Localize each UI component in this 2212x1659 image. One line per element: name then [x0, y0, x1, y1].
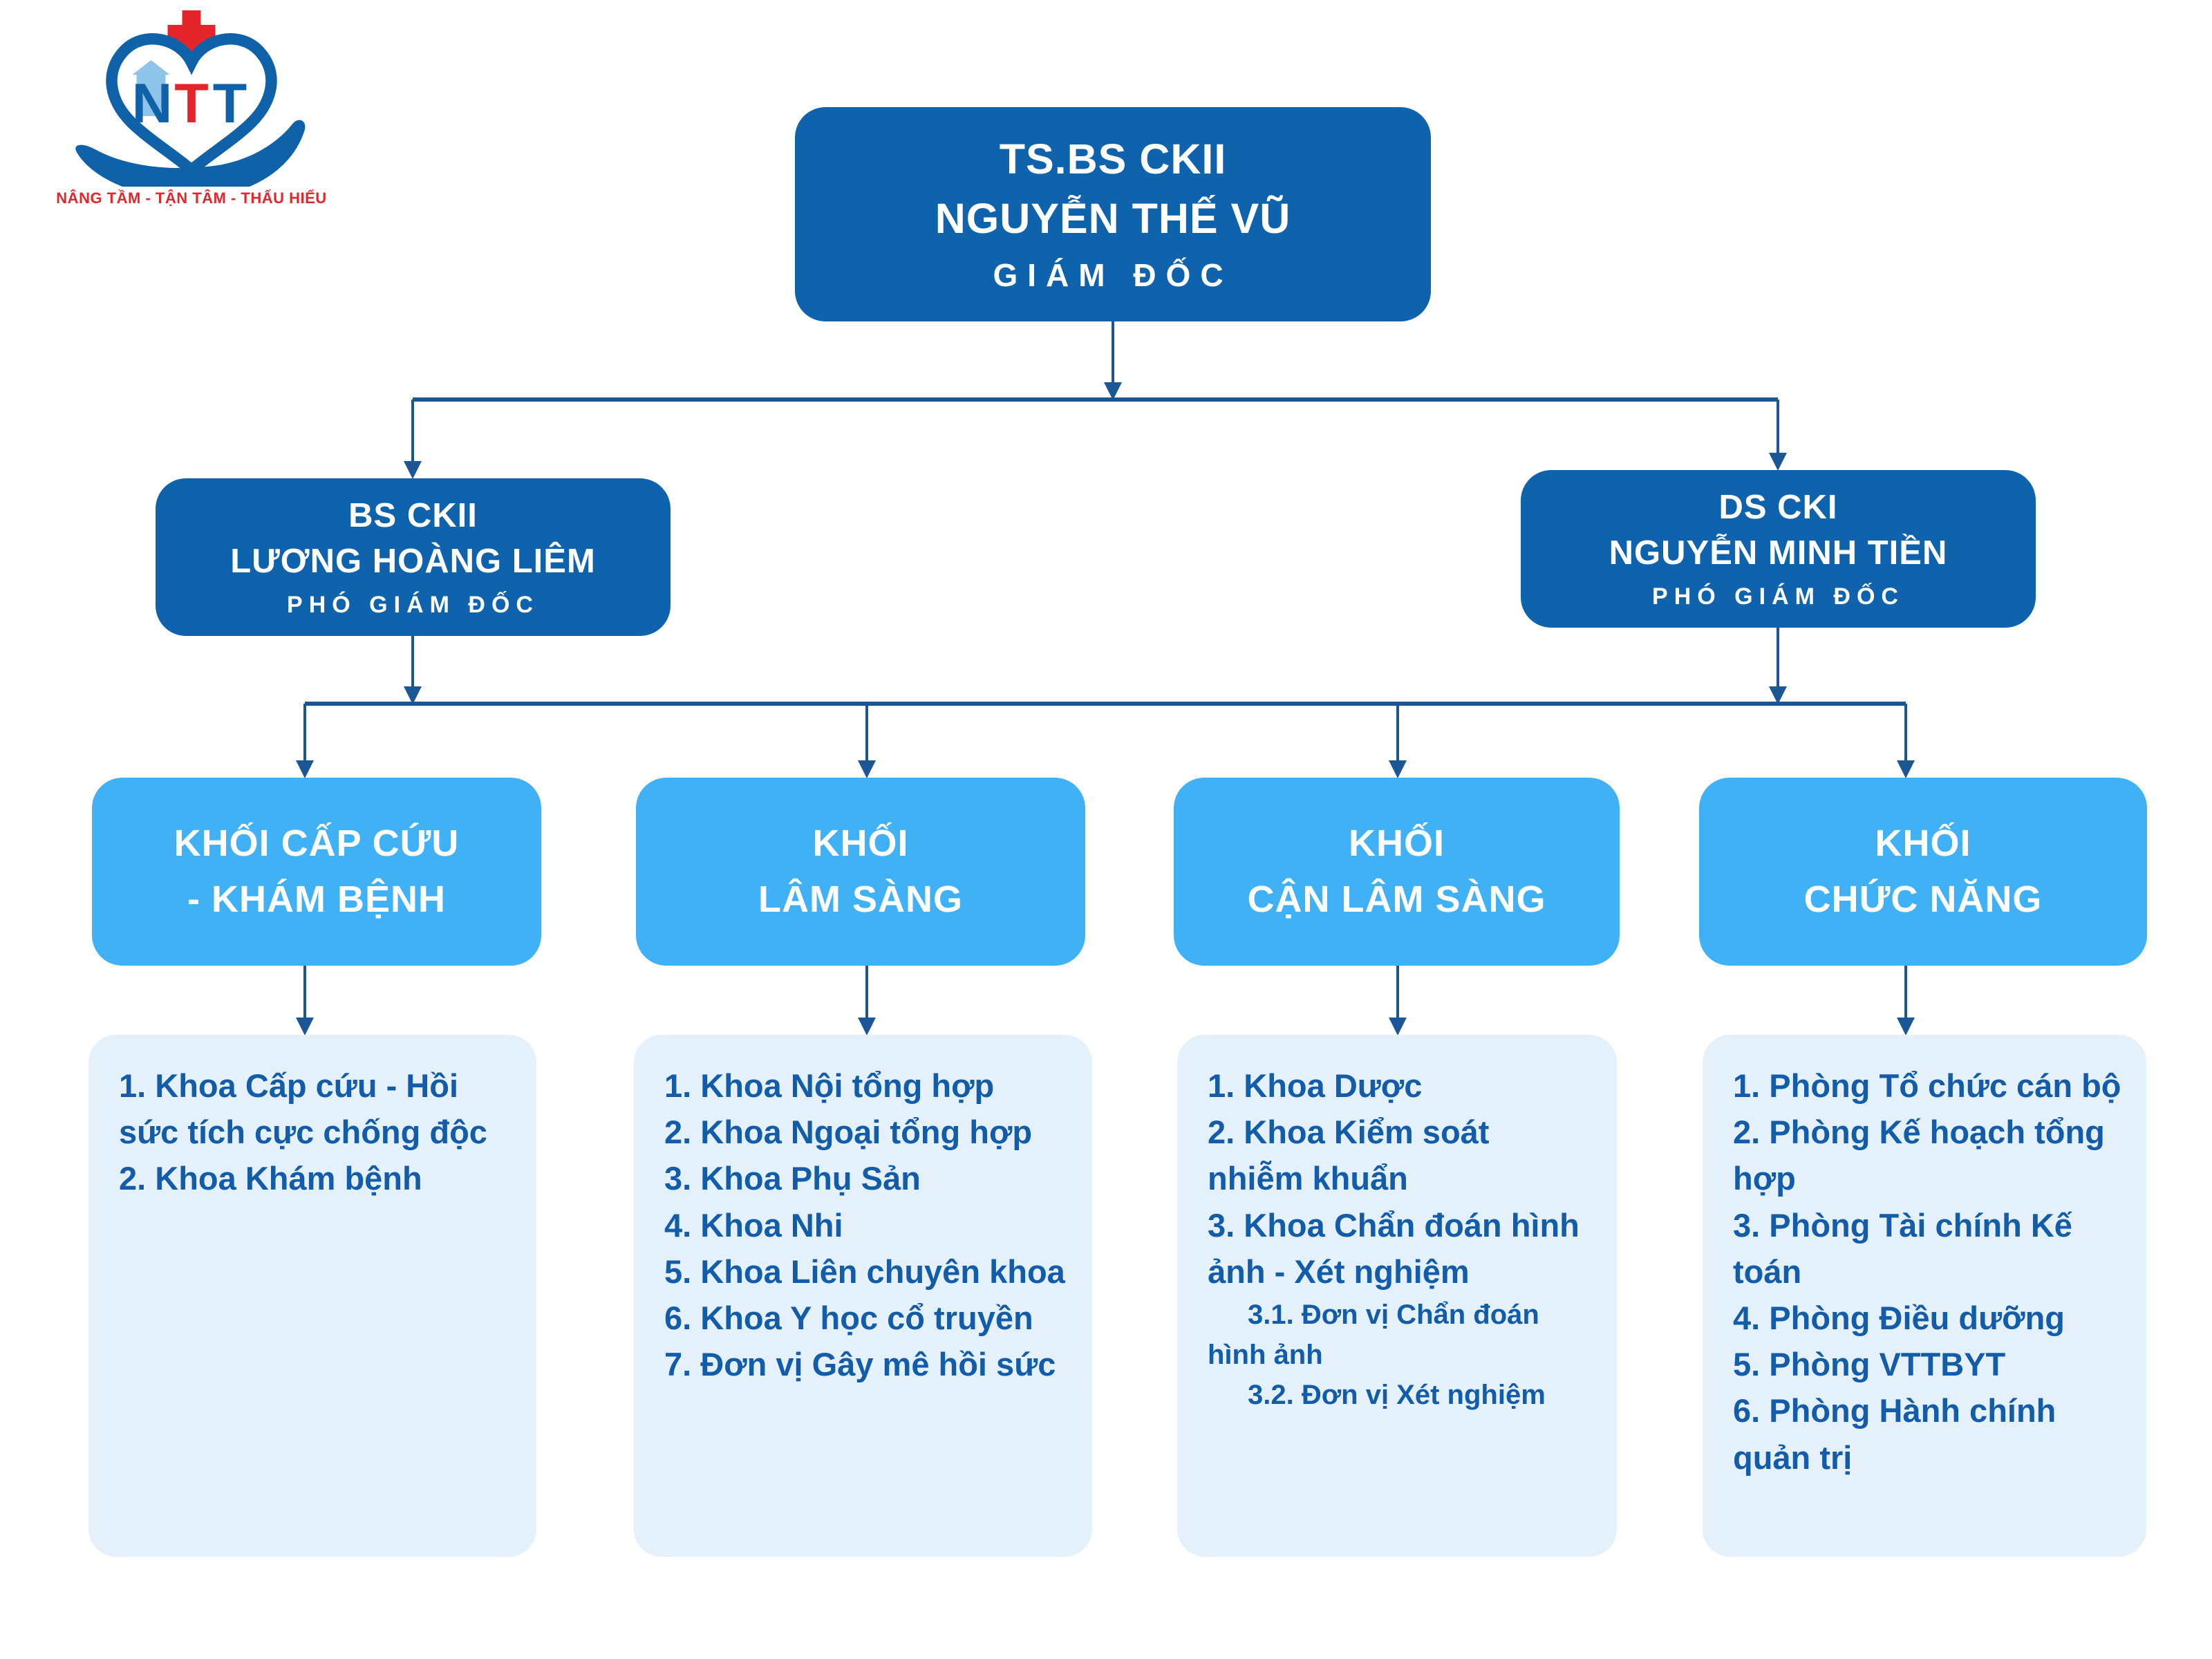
director-title: TS.BS CKII [999, 135, 1227, 182]
node-block-paraclinical: KHỐI CẬN LÂM SÀNG [1174, 778, 1620, 966]
block-label-line1: KHỐI [1875, 823, 1971, 864]
list-item: 5. Khoa Liên chuyên khoa [664, 1253, 1065, 1290]
svg-text:T: T [213, 73, 247, 135]
list-item: 2. Khoa Ngoại tổng hợp [664, 1114, 1033, 1151]
node-block-emergency: KHỐI CẤP CỨU - KHÁM BỆNH [92, 778, 541, 966]
block-label-line2: CẬN LÂM SÀNG [1247, 879, 1546, 920]
list-item: 2. Khoa Kiểm soát nhiễm khuẩn [1208, 1114, 1490, 1197]
list-emergency-departments: 1. Khoa Cấp cứu - Hồi sức tích cực chống… [88, 1035, 536, 1557]
block-label-line2: - KHÁM BỆNH [187, 879, 446, 920]
list-item: 1. Khoa Dược [1208, 1067, 1423, 1104]
node-director: TS.BS CKII NGUYỄN THẾ VŨ GIÁM ĐỐC [795, 107, 1431, 321]
list-item: 3. Khoa Chẩn đoán hình ảnh - Xét nghiệm [1208, 1206, 1580, 1290]
director-name: NGUYỄN THẾ VŨ [935, 195, 1291, 242]
connector-group [296, 321, 1915, 1035]
block-label-line1: KHỐI [812, 823, 909, 864]
block-label-line2: LÂM SÀNG [758, 879, 963, 920]
hospital-logo: N T T NÂNG TẦM - TẬN TÂM - THẤU HIỂU [36, 8, 347, 207]
heart-hand-cross-icon: N T T [75, 10, 306, 187]
list-item: 1. Phòng Tổ chức cán bộ [1733, 1067, 2121, 1104]
list-item: 6. Khoa Y học cổ truyền [664, 1300, 1033, 1337]
node-block-clinical: KHỐI LÂM SÀNG [636, 778, 1085, 966]
node-block-functional: KHỐI CHỨC NĂNG [1699, 778, 2147, 966]
director-role: GIÁM ĐỐC [993, 257, 1233, 293]
list-item: 4. Phòng Điều dưỡng [1733, 1300, 2065, 1337]
deputy-title: BS CKII [348, 496, 478, 534]
node-deputy-left: BS CKII LƯƠNG HOÀNG LIÊM PHÓ GIÁM ĐỐC [156, 478, 671, 636]
node-deputy-right: DS CKI NGUYỄN MINH TIỀN PHÓ GIÁM ĐỐC [1521, 470, 2036, 628]
list-item: 7. Đơn vị Gây mê hồi sức [664, 1346, 1056, 1383]
deputy-role: PHÓ GIÁM ĐỐC [1652, 583, 1904, 610]
list-item: 4. Khoa Nhi [664, 1206, 843, 1244]
svg-text:N: N [132, 73, 173, 135]
list-functional-departments: 1. Phòng Tổ chức cán bộ 2. Phòng Kế hoạch… [1703, 1035, 2146, 1557]
svg-text:T: T [174, 73, 208, 135]
block-label-line1: KHỐI [1349, 823, 1445, 864]
deputy-role: PHÓ GIÁM ĐỐC [287, 591, 539, 618]
list-item: 1. Khoa Cấp cứu - Hồi sức tích cực chống… [119, 1067, 487, 1151]
block-label-line1: KHỐI CẤP CỨU [174, 823, 460, 864]
list-item: 3.2. Đơn vị Xét nghiệm [1248, 1380, 1546, 1411]
deputy-title: DS CKI [1718, 488, 1838, 526]
list-item: 2. Khoa Khám bệnh [119, 1160, 422, 1197]
list-item: 5. Phòng VTTBYT [1733, 1346, 2006, 1383]
list-clinical-departments: 1. Khoa Nội tổng hợp 2. Khoa Ngoại tổng h… [634, 1035, 1092, 1557]
list-item: 3.1. Đơn vị Chẩn đoán hình ảnh [1208, 1300, 1539, 1371]
list-item: 3. Khoa Phụ Sản [664, 1160, 921, 1197]
list-item: 6. Phòng Hành chính quản trị [1733, 1392, 2056, 1476]
list-item: 1. Khoa Nội tổng hợp [664, 1067, 995, 1104]
deputy-name: NGUYỄN MINH TIỀN [1609, 534, 1948, 572]
list-paraclinical-departments: 1. Khoa Dược 2. Khoa Kiểm soát nhiễm khuẩ… [1177, 1035, 1617, 1557]
logo-slogan: NÂNG TẦM - TẬN TÂM - THẤU HIỂU [56, 189, 327, 207]
list-item: 3. Phòng Tài chính Kế toán [1733, 1206, 2072, 1290]
block-label-line2: CHỨC NĂNG [1803, 879, 2043, 920]
deputy-name: LƯƠNG HOÀNG LIÊM [230, 542, 596, 580]
list-item: 2. Phòng Kế hoạch tổng hợp [1733, 1114, 2105, 1197]
